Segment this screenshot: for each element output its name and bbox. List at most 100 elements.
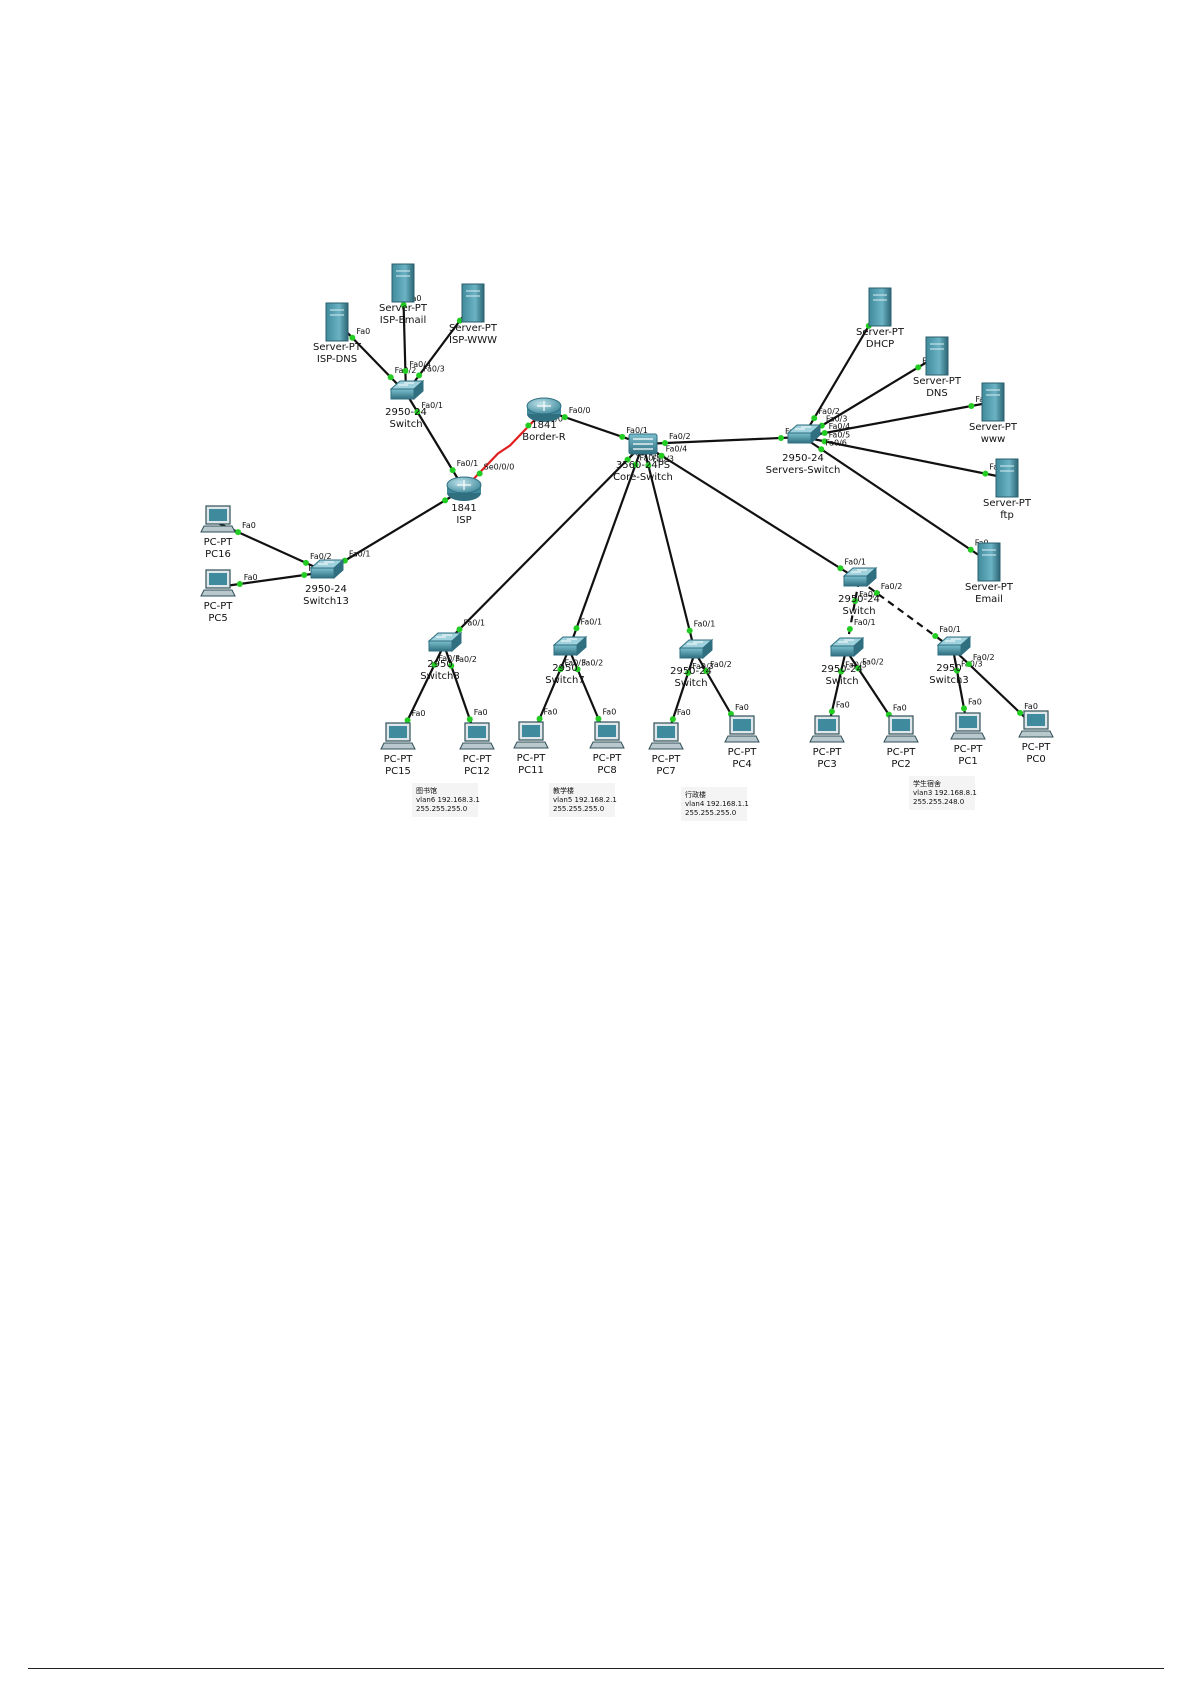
port-label-a: Fa0/3 (826, 415, 848, 424)
device-model-label: PC-PT (204, 537, 234, 548)
devices-layer: Server-PTISP-DNSServer-PTISP-EmailServer… (200, 263, 1054, 777)
port-label-b: Fa0/4 (409, 360, 431, 369)
port-indicator-a (574, 666, 581, 673)
device-name-label: PC0 (1026, 754, 1045, 765)
pc-icon (200, 569, 236, 597)
device-name-label: Switch3 (929, 675, 968, 686)
port-indicator-b (387, 374, 394, 381)
port-label-b: Fa0 (968, 697, 982, 706)
port-indicator-a (661, 440, 668, 447)
port-indicator-b (302, 559, 309, 566)
device-name-label: PC8 (597, 765, 616, 776)
port-indicator-b (669, 716, 676, 723)
port-label-a: Fa0/2 (455, 655, 477, 664)
pc-icon (724, 715, 760, 743)
port-label-a: Fa0/1 (421, 401, 443, 410)
device-name-label: PC5 (208, 613, 227, 624)
vlan-note-line: vlan4 192.168.1.1 (685, 800, 749, 808)
port-indicator-a (414, 408, 421, 415)
ethernet-cable (802, 400, 994, 439)
device-name-label: PC12 (464, 766, 490, 777)
device-model-label: 1841 (451, 503, 476, 514)
device-name-label: DHCP (866, 339, 894, 350)
port-indicator-b (686, 627, 693, 634)
port-indicator-b (466, 716, 473, 723)
server-icon (391, 263, 415, 303)
server-icon (977, 542, 1001, 582)
vlan-note-line: 行政楼 (685, 790, 706, 799)
device-model-label: PC-PT (728, 747, 758, 758)
switch-icon (842, 566, 878, 588)
device-model-label: Server-PT (856, 327, 905, 338)
device-model-label: 2950-24 (670, 666, 712, 677)
port-indicator-a (685, 669, 692, 676)
port-indicator-b (915, 364, 922, 371)
port-indicator-a (811, 415, 818, 422)
port-label-b: Fa0 (735, 703, 749, 712)
device-name-label: PC15 (385, 766, 411, 777)
port-label-b: Fa0 (544, 708, 558, 717)
device-name-label: PC3 (817, 759, 836, 770)
vlan-note-line: 255.255.255.0 (416, 805, 467, 813)
device-model-label: 2950 (936, 663, 961, 674)
port-label-a: Fa0 (242, 521, 256, 530)
vlan-note-line: 255.255.255.0 (553, 805, 604, 813)
port-label-b: Fa0/1 (457, 459, 479, 468)
device-name-label: ISP-DNS (317, 354, 357, 365)
port-label-b: Fa0/1 (854, 618, 876, 627)
device-model-label: 3560-24PS (616, 460, 670, 471)
device-name-label: ISP-Email (380, 315, 426, 326)
device-name-label: ftp (1000, 510, 1014, 521)
port-label-a: Fa0/2 (710, 660, 732, 669)
port-indicator-b (778, 434, 785, 441)
device-name-label: Switch (389, 419, 422, 430)
port-label-a: Fa0/5 (829, 430, 851, 439)
switch-icon (552, 635, 588, 657)
server-icon (981, 382, 1005, 422)
port-indicator-b (536, 715, 543, 722)
port-indicator-a (658, 452, 665, 459)
device-name-label: Switch8 (420, 671, 459, 682)
device-name-label: PC4 (732, 759, 751, 770)
switch-icon (829, 636, 865, 658)
port-label-a: Fa0/6 (825, 438, 847, 447)
port-indicator-a (442, 497, 449, 504)
